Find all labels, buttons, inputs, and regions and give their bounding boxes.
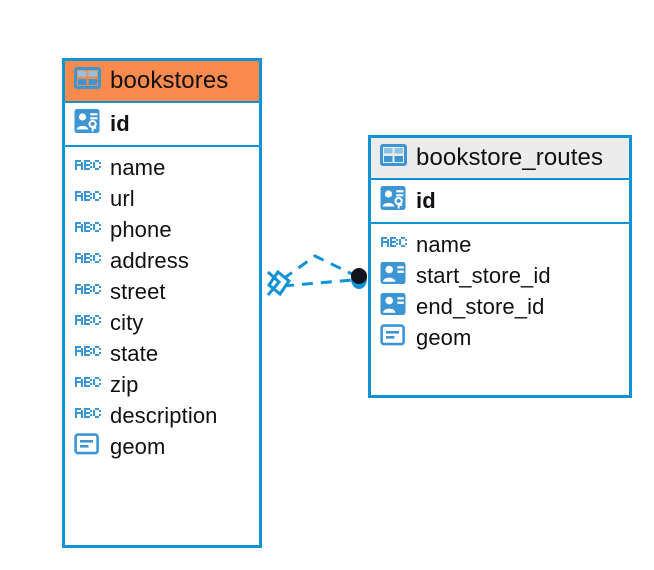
field-label: state: [110, 340, 159, 366]
field-label: street: [110, 278, 166, 304]
entity-header-bookstore-routes[interactable]: bookstore_routes: [371, 138, 629, 180]
field-label: geom: [110, 433, 166, 459]
field-label: id: [416, 187, 436, 213]
field-label: phone: [110, 216, 172, 242]
field-row[interactable]: zip: [74, 369, 251, 400]
text-abc-icon: [74, 343, 101, 364]
text-abc-icon: [74, 405, 101, 426]
field-row[interactable]: url: [74, 183, 251, 214]
field-row[interactable]: end_store_id: [380, 291, 621, 322]
text-abc-icon: [74, 188, 101, 209]
field-label: address: [110, 247, 189, 273]
text-abc-icon: [74, 374, 101, 395]
filled-dot-marker: [351, 268, 367, 289]
field-row[interactable]: address: [74, 245, 251, 276]
field-label: start_store_id: [416, 262, 551, 288]
field-label: zip: [110, 371, 139, 397]
entity-header-bookstores[interactable]: bookstores: [65, 61, 259, 103]
field-row-pk[interactable]: id: [74, 108, 251, 139]
geometry-icon: [380, 323, 407, 352]
entity-title: bookstore_routes: [416, 143, 604, 171]
field-row[interactable]: name: [380, 229, 621, 260]
field-label: geom: [416, 324, 472, 350]
field-label: city: [110, 309, 144, 335]
table-grid-icon: [380, 143, 407, 172]
field-row[interactable]: description: [74, 400, 251, 431]
primary-key-icon: [380, 185, 407, 216]
geometry-icon: [74, 432, 101, 461]
text-abc-icon: [74, 219, 101, 240]
text-abc-icon: [74, 250, 101, 271]
field-row[interactable]: city: [74, 307, 251, 338]
field-row[interactable]: name: [74, 152, 251, 183]
field-row[interactable]: start_store_id: [380, 260, 621, 291]
relationship-line-upper: [282, 254, 353, 281]
field-list: name url: [65, 147, 259, 469]
text-abc-icon: [74, 157, 101, 178]
table-grid-icon: [74, 66, 101, 95]
foreign-key-icon: [380, 260, 407, 291]
crows-foot-diamond-marker: [266, 269, 292, 297]
entity-title: bookstores: [110, 66, 229, 94]
entity-bookstore-routes[interactable]: bookstore_routes id: [368, 135, 632, 398]
primary-key-icon: [74, 108, 101, 139]
field-row[interactable]: street: [74, 276, 251, 307]
field-list: name start_store_id: [371, 224, 629, 360]
field-row[interactable]: geom: [74, 431, 251, 462]
foreign-key-icon: [380, 291, 407, 322]
entity-bookstores[interactable]: bookstores id: [62, 58, 262, 548]
field-label: name: [416, 231, 472, 257]
primary-key-section: id: [65, 103, 259, 147]
field-row-pk[interactable]: id: [380, 185, 621, 216]
field-row[interactable]: geom: [380, 322, 621, 353]
text-abc-icon: [74, 312, 101, 333]
field-label: name: [110, 154, 166, 180]
text-abc-icon: [74, 281, 101, 302]
field-label: id: [110, 110, 130, 136]
primary-key-section: id: [371, 180, 629, 224]
field-row[interactable]: phone: [74, 214, 251, 245]
text-abc-icon: [380, 234, 407, 255]
field-label: end_store_id: [416, 293, 545, 319]
field-label: description: [110, 402, 218, 428]
field-row[interactable]: state: [74, 338, 251, 369]
relationship-line-lower: [282, 278, 353, 288]
field-label: url: [110, 185, 135, 211]
